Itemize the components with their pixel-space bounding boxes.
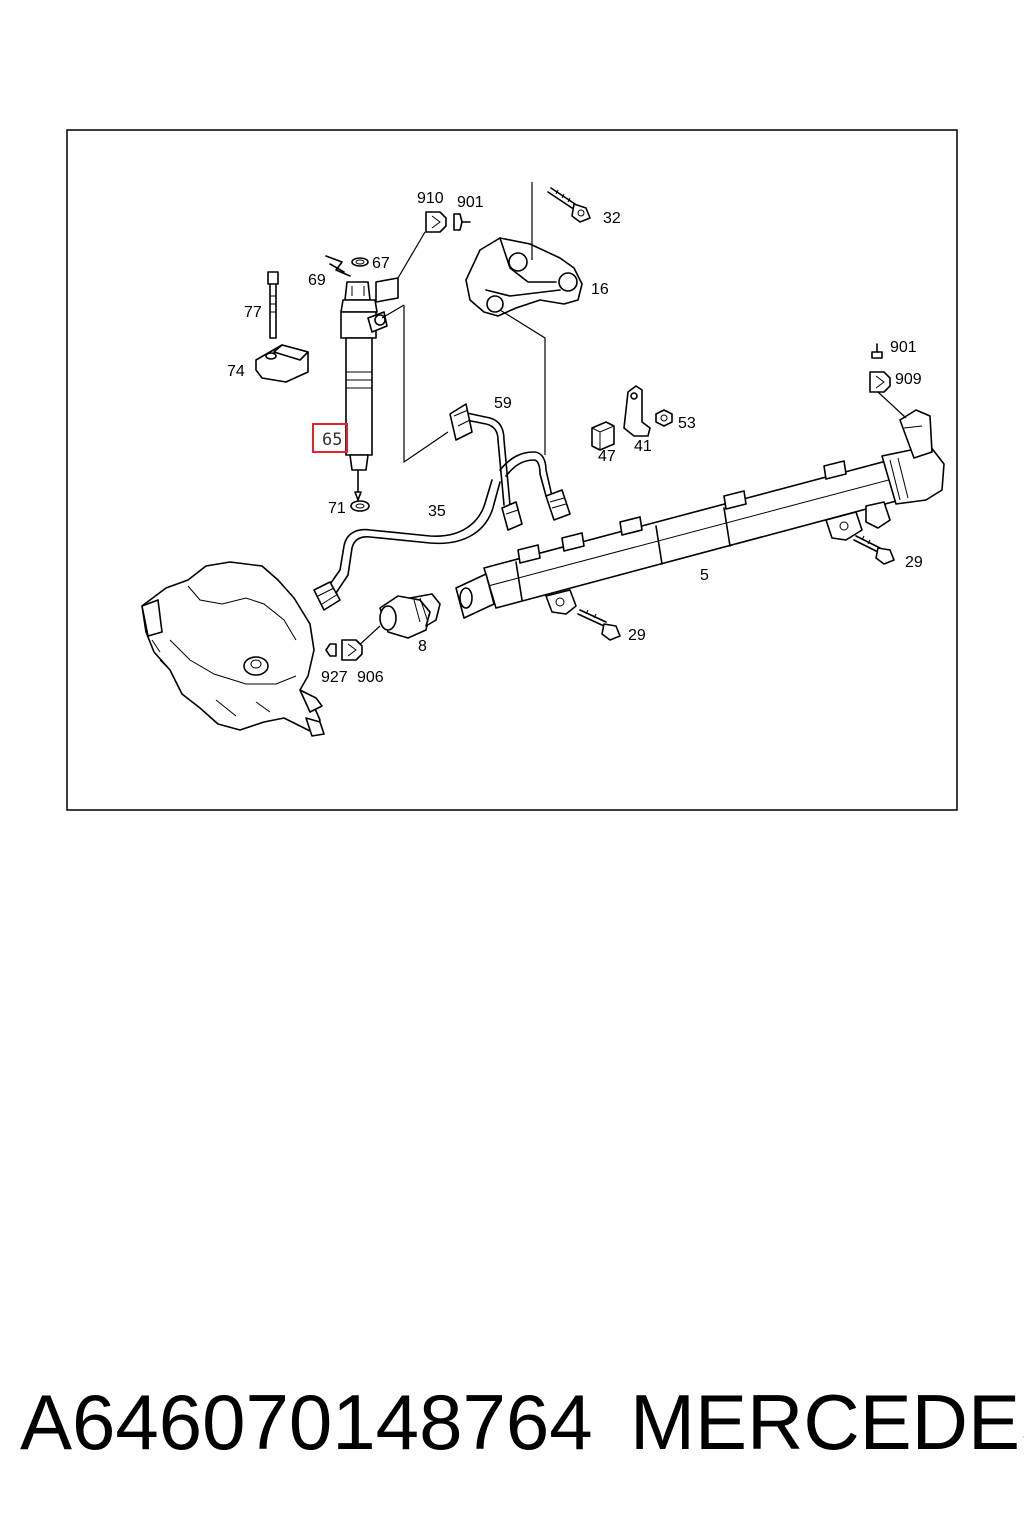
- seal-ring[interactable]: [351, 257, 369, 267]
- part-number: A646070148764: [20, 1378, 593, 1466]
- bolt-29-right[interactable]: [853, 535, 895, 565]
- callout-67: 67: [372, 255, 390, 272]
- leader-injector-pipe: [381, 304, 405, 319]
- callout-53: 53: [678, 415, 696, 432]
- fuel-pipe-59[interactable]: [449, 403, 571, 531]
- copper-washer[interactable]: [350, 500, 370, 512]
- callout-927: 927: [321, 669, 348, 686]
- bolt-29-lower[interactable]: [577, 609, 621, 641]
- high-pressure-pump[interactable]: [141, 561, 325, 737]
- callout-35: 35: [428, 503, 446, 520]
- connector-910[interactable]: [425, 211, 447, 233]
- connector-909[interactable]: [869, 371, 891, 393]
- diagram-frame: [66, 129, 958, 811]
- callout-5: 5: [700, 567, 709, 584]
- callout-74: 74: [227, 363, 245, 380]
- injector-clamp[interactable]: [255, 344, 309, 383]
- callout-65-highlighted[interactable]: 65: [322, 430, 342, 450]
- callout-41: 41: [634, 438, 652, 455]
- callout-69: 69: [308, 272, 326, 289]
- callout-910: 910: [417, 190, 444, 207]
- parts-diagram: 910 901 32 67 69 16 77 74 901 909 59 53 …: [66, 129, 958, 811]
- fuel-rail[interactable]: [455, 409, 945, 619]
- callout-59: 59: [494, 395, 512, 412]
- callout-906: 906: [357, 669, 384, 686]
- callout-8: 8: [418, 638, 427, 655]
- leader-909: [877, 391, 907, 419]
- connector-pin-901[interactable]: [453, 213, 471, 231]
- callout-77: 77: [244, 304, 262, 321]
- bracket[interactable]: [465, 237, 583, 317]
- callout-16: 16: [591, 281, 609, 298]
- connector-906[interactable]: [341, 639, 363, 661]
- highlight-box: [312, 423, 348, 453]
- leader-910: [397, 231, 426, 279]
- pressure-sensor[interactable]: [379, 593, 441, 639]
- clamp-bolt[interactable]: [267, 271, 279, 339]
- callout-71: 71: [328, 500, 346, 517]
- bolt-32[interactable]: [547, 187, 591, 223]
- connector-pin-927[interactable]: [325, 643, 337, 657]
- callout-901-right: 901: [890, 339, 917, 356]
- leader-16: [499, 309, 546, 455]
- leader-59: [403, 305, 449, 464]
- callout-29-right: 29: [905, 554, 923, 571]
- retaining-clip[interactable]: [325, 255, 351, 277]
- fuel-injector[interactable]: [340, 277, 399, 501]
- callout-29-lower: 29: [628, 627, 646, 644]
- pipe-clamp-41[interactable]: [623, 385, 651, 437]
- brand-name: MERCEDES: [630, 1378, 1024, 1466]
- callout-901-top: 901: [457, 194, 484, 211]
- callout-909: 909: [895, 371, 922, 388]
- rubber-mount-47[interactable]: [591, 421, 615, 451]
- callout-32: 32: [603, 210, 621, 227]
- callout-47: 47: [598, 448, 616, 465]
- connector-pin-901-right[interactable]: [871, 343, 883, 359]
- nut-53[interactable]: [655, 409, 673, 427]
- fuel-pipe-35[interactable]: [313, 479, 501, 611]
